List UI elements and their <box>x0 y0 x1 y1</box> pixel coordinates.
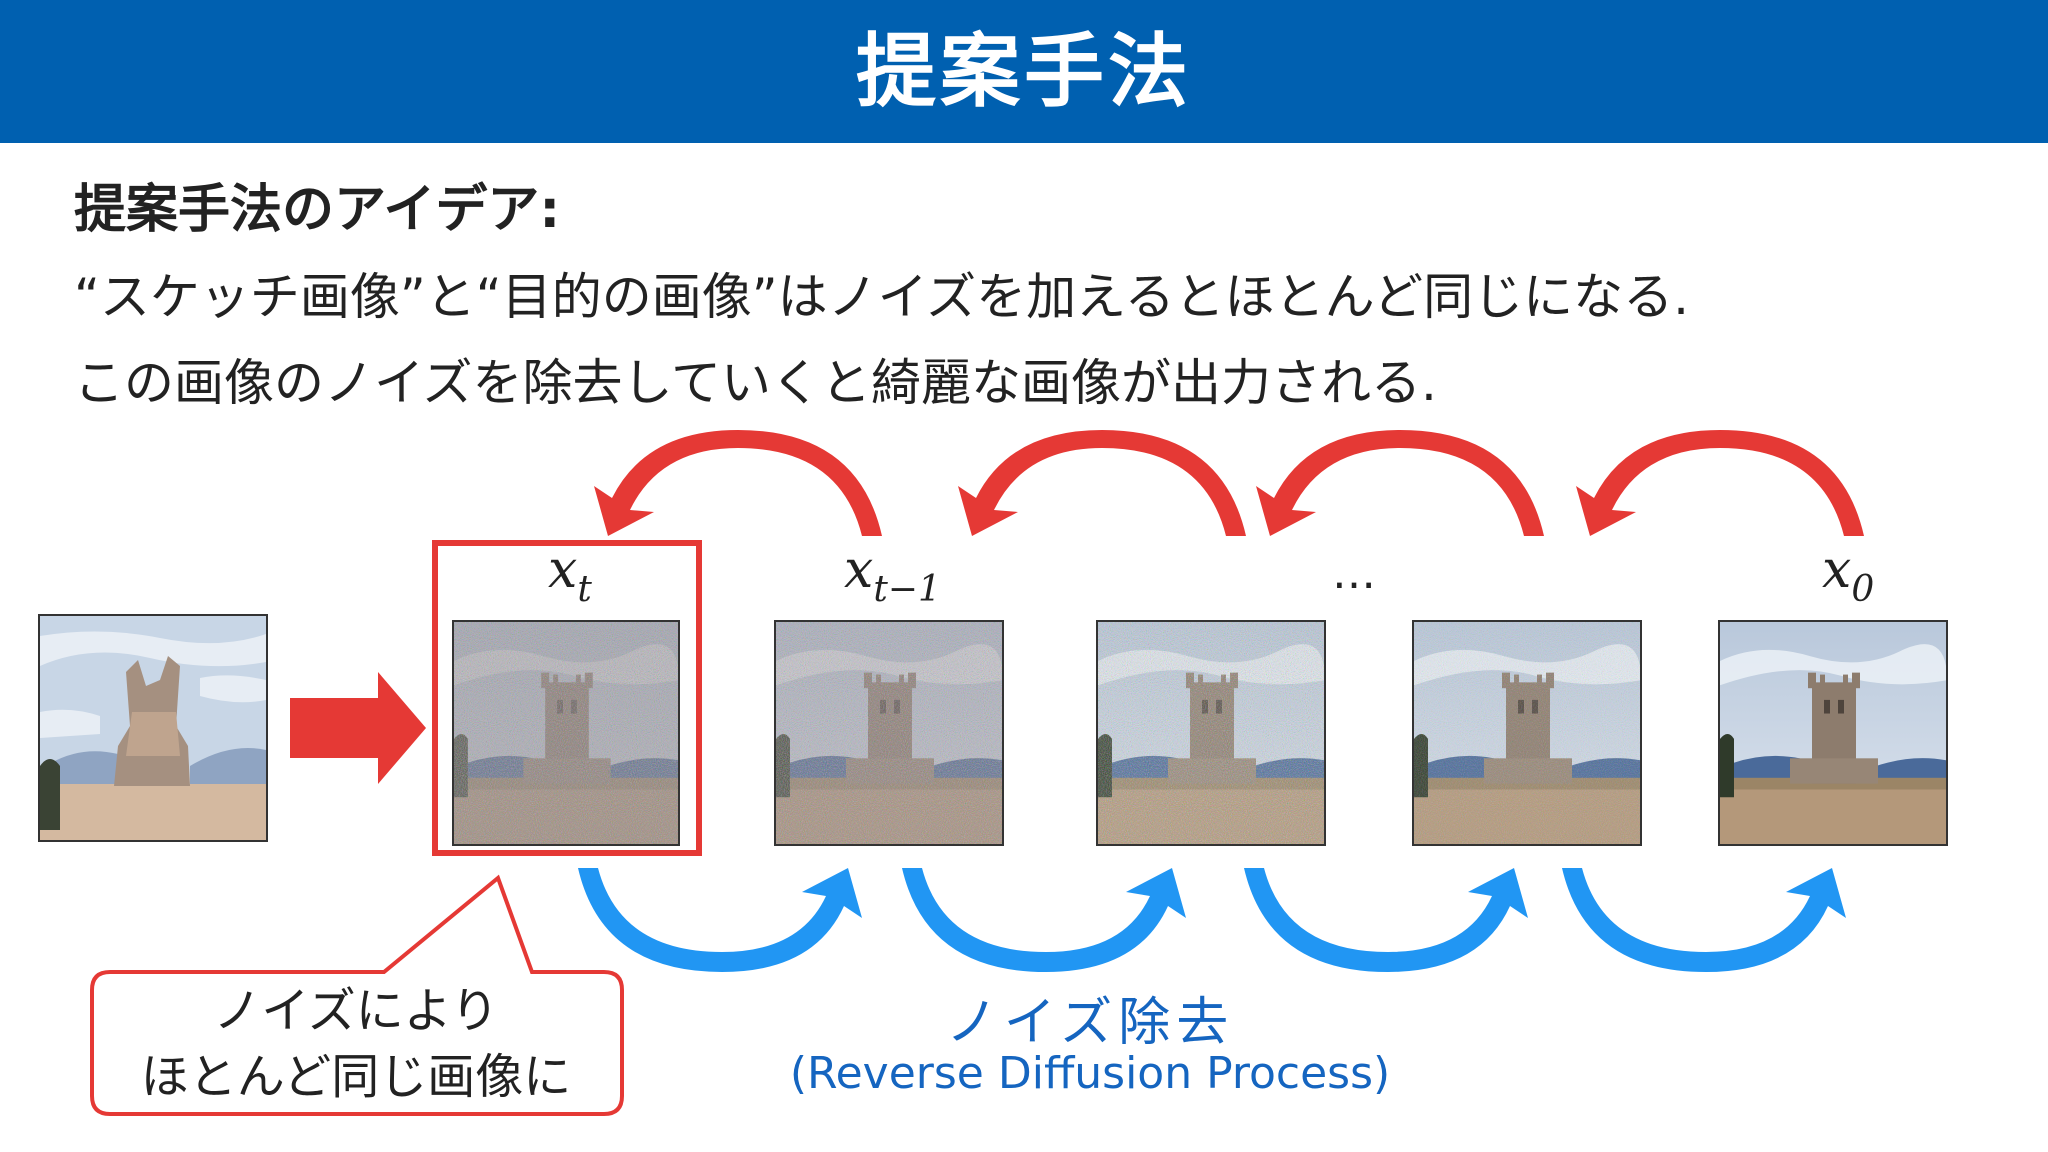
label-xt: xt <box>548 540 592 610</box>
noisy-image-xt-1 <box>774 620 1004 846</box>
label-ellipsis: … <box>1332 548 1382 599</box>
idea-line-2: この画像のノイズを除去していくと綺麗な画像が出力される. <box>74 354 1437 412</box>
callout-text: ノイズにより ほとんど同じ画像に <box>94 978 618 1110</box>
idea-heading: 提案手法のアイデア: <box>74 180 561 240</box>
callout-line-2: ほとんど同じ画像に <box>140 1049 572 1105</box>
idea-line-1: “スケッチ画像”と“目的の画像”はノイズを加えるとほとんど同じになる. <box>74 268 1690 326</box>
title-bar: 提案手法 <box>0 0 2048 143</box>
highlight-box-xt <box>432 540 702 856</box>
noisy-image-xt <box>452 620 680 846</box>
callout-bubble <box>90 874 624 1116</box>
blue-curved-arrow-icon <box>578 868 1846 972</box>
forward-arrow-icon <box>290 672 426 784</box>
sketch-image <box>38 614 268 842</box>
label-x0: x0 <box>1822 540 1875 610</box>
noisy-image-step-3 <box>1096 620 1326 846</box>
red-curved-arrow-icon <box>594 430 1864 536</box>
callout-line-1: ノイズにより <box>213 983 499 1039</box>
slide-title: 提案手法 <box>856 25 1192 118</box>
clean-image-x0 <box>1718 620 1948 846</box>
process-label: ノイズ除去 <box>945 993 1235 1053</box>
process-label-en: (Reverse Diffusion Process) <box>789 1048 1391 1099</box>
label-xt-1: xt−1 <box>844 540 941 610</box>
noisy-image-step-4 <box>1412 620 1642 846</box>
